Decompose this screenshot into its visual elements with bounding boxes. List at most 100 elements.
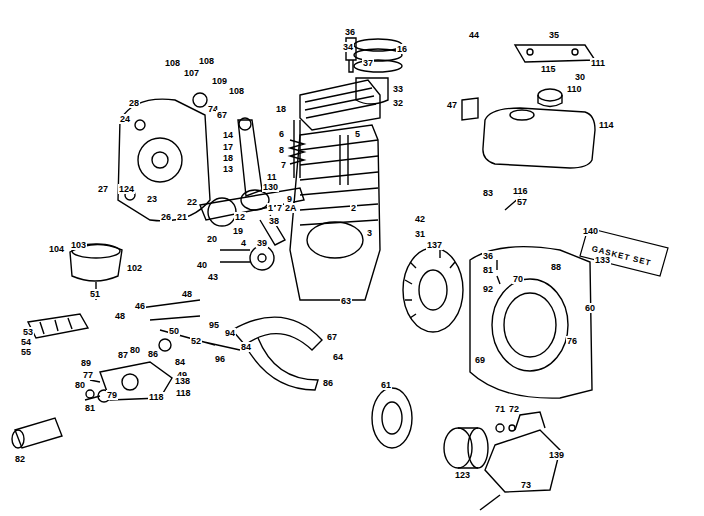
callout-number: 30 bbox=[574, 72, 586, 82]
callout-number: 139 bbox=[548, 450, 565, 460]
callout-number: 13 bbox=[222, 164, 234, 174]
callout-number: 109 bbox=[211, 76, 228, 86]
callout-number: 80 bbox=[129, 345, 141, 355]
callout-number: 22 bbox=[186, 197, 198, 207]
callout-number: 11 bbox=[266, 172, 278, 182]
callout-number: 77 bbox=[82, 370, 94, 380]
callout-number: 55 bbox=[20, 347, 32, 357]
callout-number: 81 bbox=[84, 403, 96, 413]
callout-number: 3 bbox=[366, 228, 373, 238]
callout-number: 37 bbox=[362, 58, 374, 68]
callout-number: 52 bbox=[190, 336, 202, 346]
callout-number: 108 bbox=[198, 56, 215, 66]
callout-number: 60 bbox=[584, 303, 596, 313]
callout-number: 71 bbox=[494, 404, 506, 414]
callout-number: 61 bbox=[380, 380, 392, 390]
callout-number: 48 bbox=[114, 311, 126, 321]
callout-number: 7 bbox=[280, 160, 287, 170]
callout-number: 14 bbox=[222, 130, 234, 140]
callout-number: 107 bbox=[183, 68, 200, 78]
callout-number: 28 bbox=[128, 98, 140, 108]
callout-number: 70 bbox=[512, 274, 524, 284]
callout-number: 42 bbox=[414, 214, 426, 224]
callout-number: 54 bbox=[20, 337, 32, 347]
callout-number: 26 bbox=[160, 212, 172, 222]
callout-number: 140 bbox=[582, 226, 599, 236]
callout-number: 108 bbox=[164, 58, 181, 68]
callout-number: 57 bbox=[516, 197, 528, 207]
callout-number: 115 bbox=[540, 64, 557, 74]
callout-number: 51 bbox=[89, 289, 101, 299]
callout-number: 118 bbox=[148, 392, 165, 402]
callout-number: 21 bbox=[176, 212, 188, 222]
callout-number: 2A bbox=[284, 203, 298, 213]
callout-number: 80 bbox=[74, 380, 86, 390]
callout-number: 36 bbox=[344, 27, 356, 37]
callout-number: 18 bbox=[275, 104, 287, 114]
callout-number: 104 bbox=[48, 244, 65, 254]
callout-number: 64 bbox=[332, 352, 344, 362]
callout-number: 95 bbox=[208, 320, 220, 330]
callout-number: 83 bbox=[482, 188, 494, 198]
callout-number: 46 bbox=[134, 301, 146, 311]
callout-number: 40 bbox=[196, 260, 208, 270]
callout-number: 24 bbox=[119, 114, 131, 124]
callout-number: 79 bbox=[106, 390, 118, 400]
callout-number: 86 bbox=[322, 378, 334, 388]
callout-number: 73 bbox=[520, 480, 532, 490]
callout-number: 124 bbox=[118, 184, 135, 194]
callout-number: 138 bbox=[174, 376, 191, 386]
callout-number: 53 bbox=[22, 327, 34, 337]
callout-number: 89 bbox=[80, 358, 92, 368]
callout-number: 20 bbox=[206, 234, 218, 244]
callout-number: 103 bbox=[70, 240, 87, 250]
callout-number: 38 bbox=[268, 216, 280, 226]
callout-number: 116 bbox=[512, 186, 529, 196]
callout-number: 32 bbox=[392, 98, 404, 108]
callout-number: 50 bbox=[168, 326, 180, 336]
callout-number: 96 bbox=[214, 354, 226, 364]
callout-number: 84 bbox=[240, 342, 252, 352]
callout-number: 47 bbox=[446, 100, 458, 110]
callout-number: 114 bbox=[598, 120, 615, 130]
callout-number: 76 bbox=[566, 336, 578, 346]
callout-number: 72 bbox=[508, 404, 520, 414]
callout-number: 1 bbox=[267, 203, 274, 213]
callout-number: 102 bbox=[126, 263, 143, 273]
callout-number: 16 bbox=[396, 44, 408, 54]
callout-number: 44 bbox=[468, 30, 480, 40]
callout-number: 23 bbox=[146, 194, 158, 204]
callout-number: 118 bbox=[175, 388, 192, 398]
callout-number: 17 bbox=[222, 142, 234, 152]
callout-number: 31 bbox=[414, 229, 426, 239]
callout-number: 39 bbox=[256, 238, 268, 248]
callout-number: 88 bbox=[550, 262, 562, 272]
callout-number: 19 bbox=[232, 226, 244, 236]
callout-number: 6 bbox=[278, 129, 285, 139]
callout-number: 35 bbox=[548, 30, 560, 40]
callout-number: 94 bbox=[224, 328, 236, 338]
callout-number: 69 bbox=[474, 355, 486, 365]
callout-number: 67 bbox=[326, 332, 338, 342]
callout-number: 43 bbox=[207, 272, 219, 282]
callout-number: 8 bbox=[278, 145, 285, 155]
callout-number: 92 bbox=[482, 284, 494, 294]
callout-number: 87 bbox=[117, 350, 129, 360]
callout-number: 48 bbox=[181, 289, 193, 299]
callout-number: 130 bbox=[262, 182, 279, 192]
callout-number: 7 bbox=[276, 203, 283, 213]
callout-number: 67 bbox=[216, 110, 228, 120]
callout-number: 63 bbox=[340, 296, 352, 306]
callout-number: 84 bbox=[174, 357, 186, 367]
callout-number: 18 bbox=[222, 153, 234, 163]
callout-number: 5 bbox=[354, 129, 361, 139]
callout-number: 108 bbox=[228, 86, 245, 96]
callout-number: 36 bbox=[482, 251, 494, 261]
callout-number: 2 bbox=[350, 203, 357, 213]
callout-number: 34 bbox=[342, 42, 354, 52]
callout-number: 137 bbox=[426, 240, 443, 250]
callout-number: 111 bbox=[590, 58, 606, 68]
callout-number: 81 bbox=[482, 265, 494, 275]
callout-number: 110 bbox=[566, 84, 583, 94]
